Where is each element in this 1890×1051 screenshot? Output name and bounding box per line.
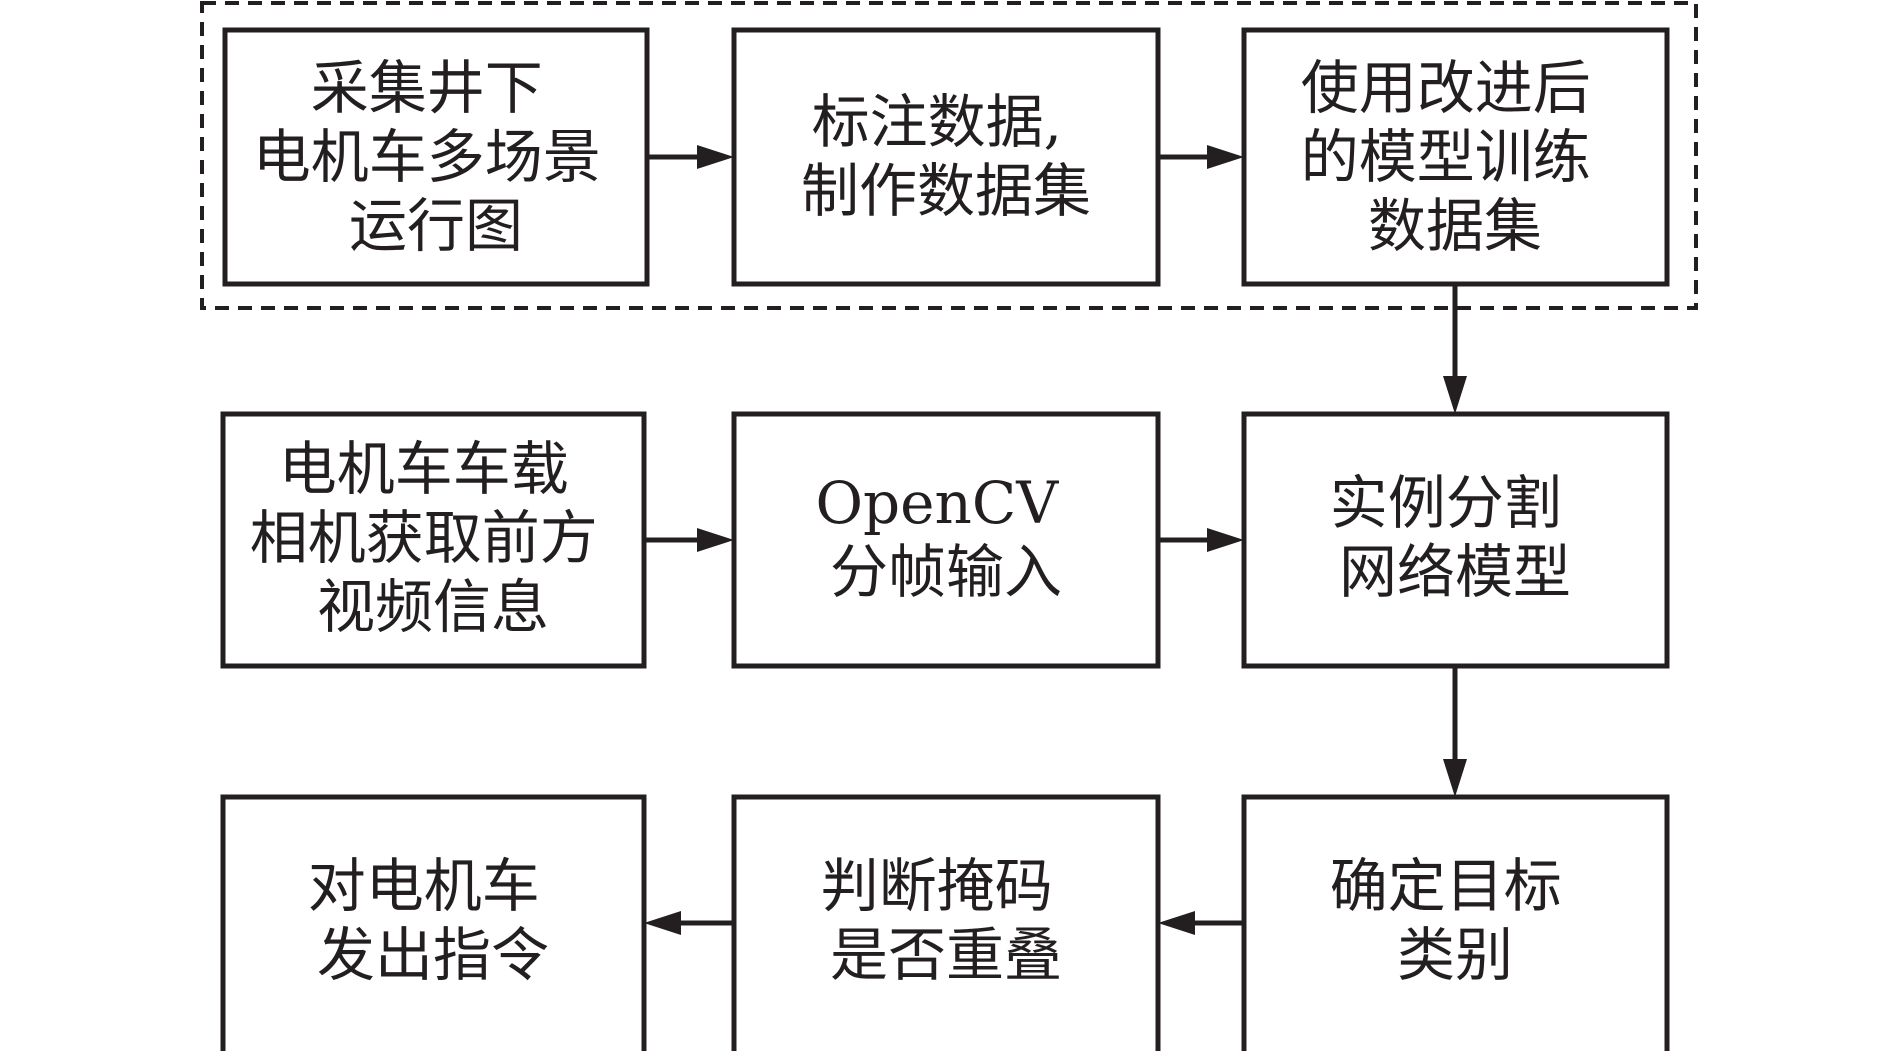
mask-overlap-label: 判断掩码 是否重叠 xyxy=(821,852,1071,989)
train-model-label: 使用改进后 的模型训练 数据集 xyxy=(1301,54,1609,260)
camera-capture-label: 电机车车载 相机获取前方 视频信息 xyxy=(250,435,616,641)
send-command-node: 对电机车 发出指令 xyxy=(220,794,647,1051)
arrow-class-to-overlap xyxy=(1158,911,1244,935)
annotate-data-label: 标注数据, 制作数据集 xyxy=(801,88,1091,225)
opencv-frames-label: OpenCV 分帧输入 xyxy=(815,469,1076,606)
arrow-collect-to-annotate xyxy=(647,145,734,169)
arrow-overlap-to-command xyxy=(644,911,734,935)
arrow-annotate-to-train xyxy=(1158,145,1244,169)
arrow-camera-to-opencv xyxy=(644,528,734,552)
segmentation-model-node: 实例分割 网络模型 xyxy=(1241,411,1670,669)
camera-capture-node: 电机车车载 相机获取前方 视频信息 xyxy=(220,411,647,669)
arrow-segmentation-to-class xyxy=(1443,666,1467,797)
mask-overlap-node: 判断掩码 是否重叠 xyxy=(731,794,1161,1051)
target-class-node: 确定目标 类别 xyxy=(1241,794,1670,1051)
target-class-label: 确定目标 类别 xyxy=(1330,852,1580,989)
collect-images-label: 采集井下 电机车多场景 运行图 xyxy=(253,54,619,260)
segmentation-model-label: 实例分割 网络模型 xyxy=(1330,469,1580,606)
opencv-frames-node: OpenCV 分帧输入 xyxy=(731,411,1161,669)
train-model-node: 使用改进后 的模型训练 数据集 xyxy=(1241,27,1670,287)
collect-images-node: 采集井下 电机车多场景 运行图 xyxy=(222,27,650,287)
arrow-train-to-segmentation xyxy=(1443,284,1467,414)
annotate-data-node: 标注数据, 制作数据集 xyxy=(731,27,1161,287)
send-command-label: 对电机车 发出指令 xyxy=(308,852,558,989)
training-stage-frame xyxy=(200,1,1698,310)
arrow-opencv-to-segmentation xyxy=(1158,528,1244,552)
